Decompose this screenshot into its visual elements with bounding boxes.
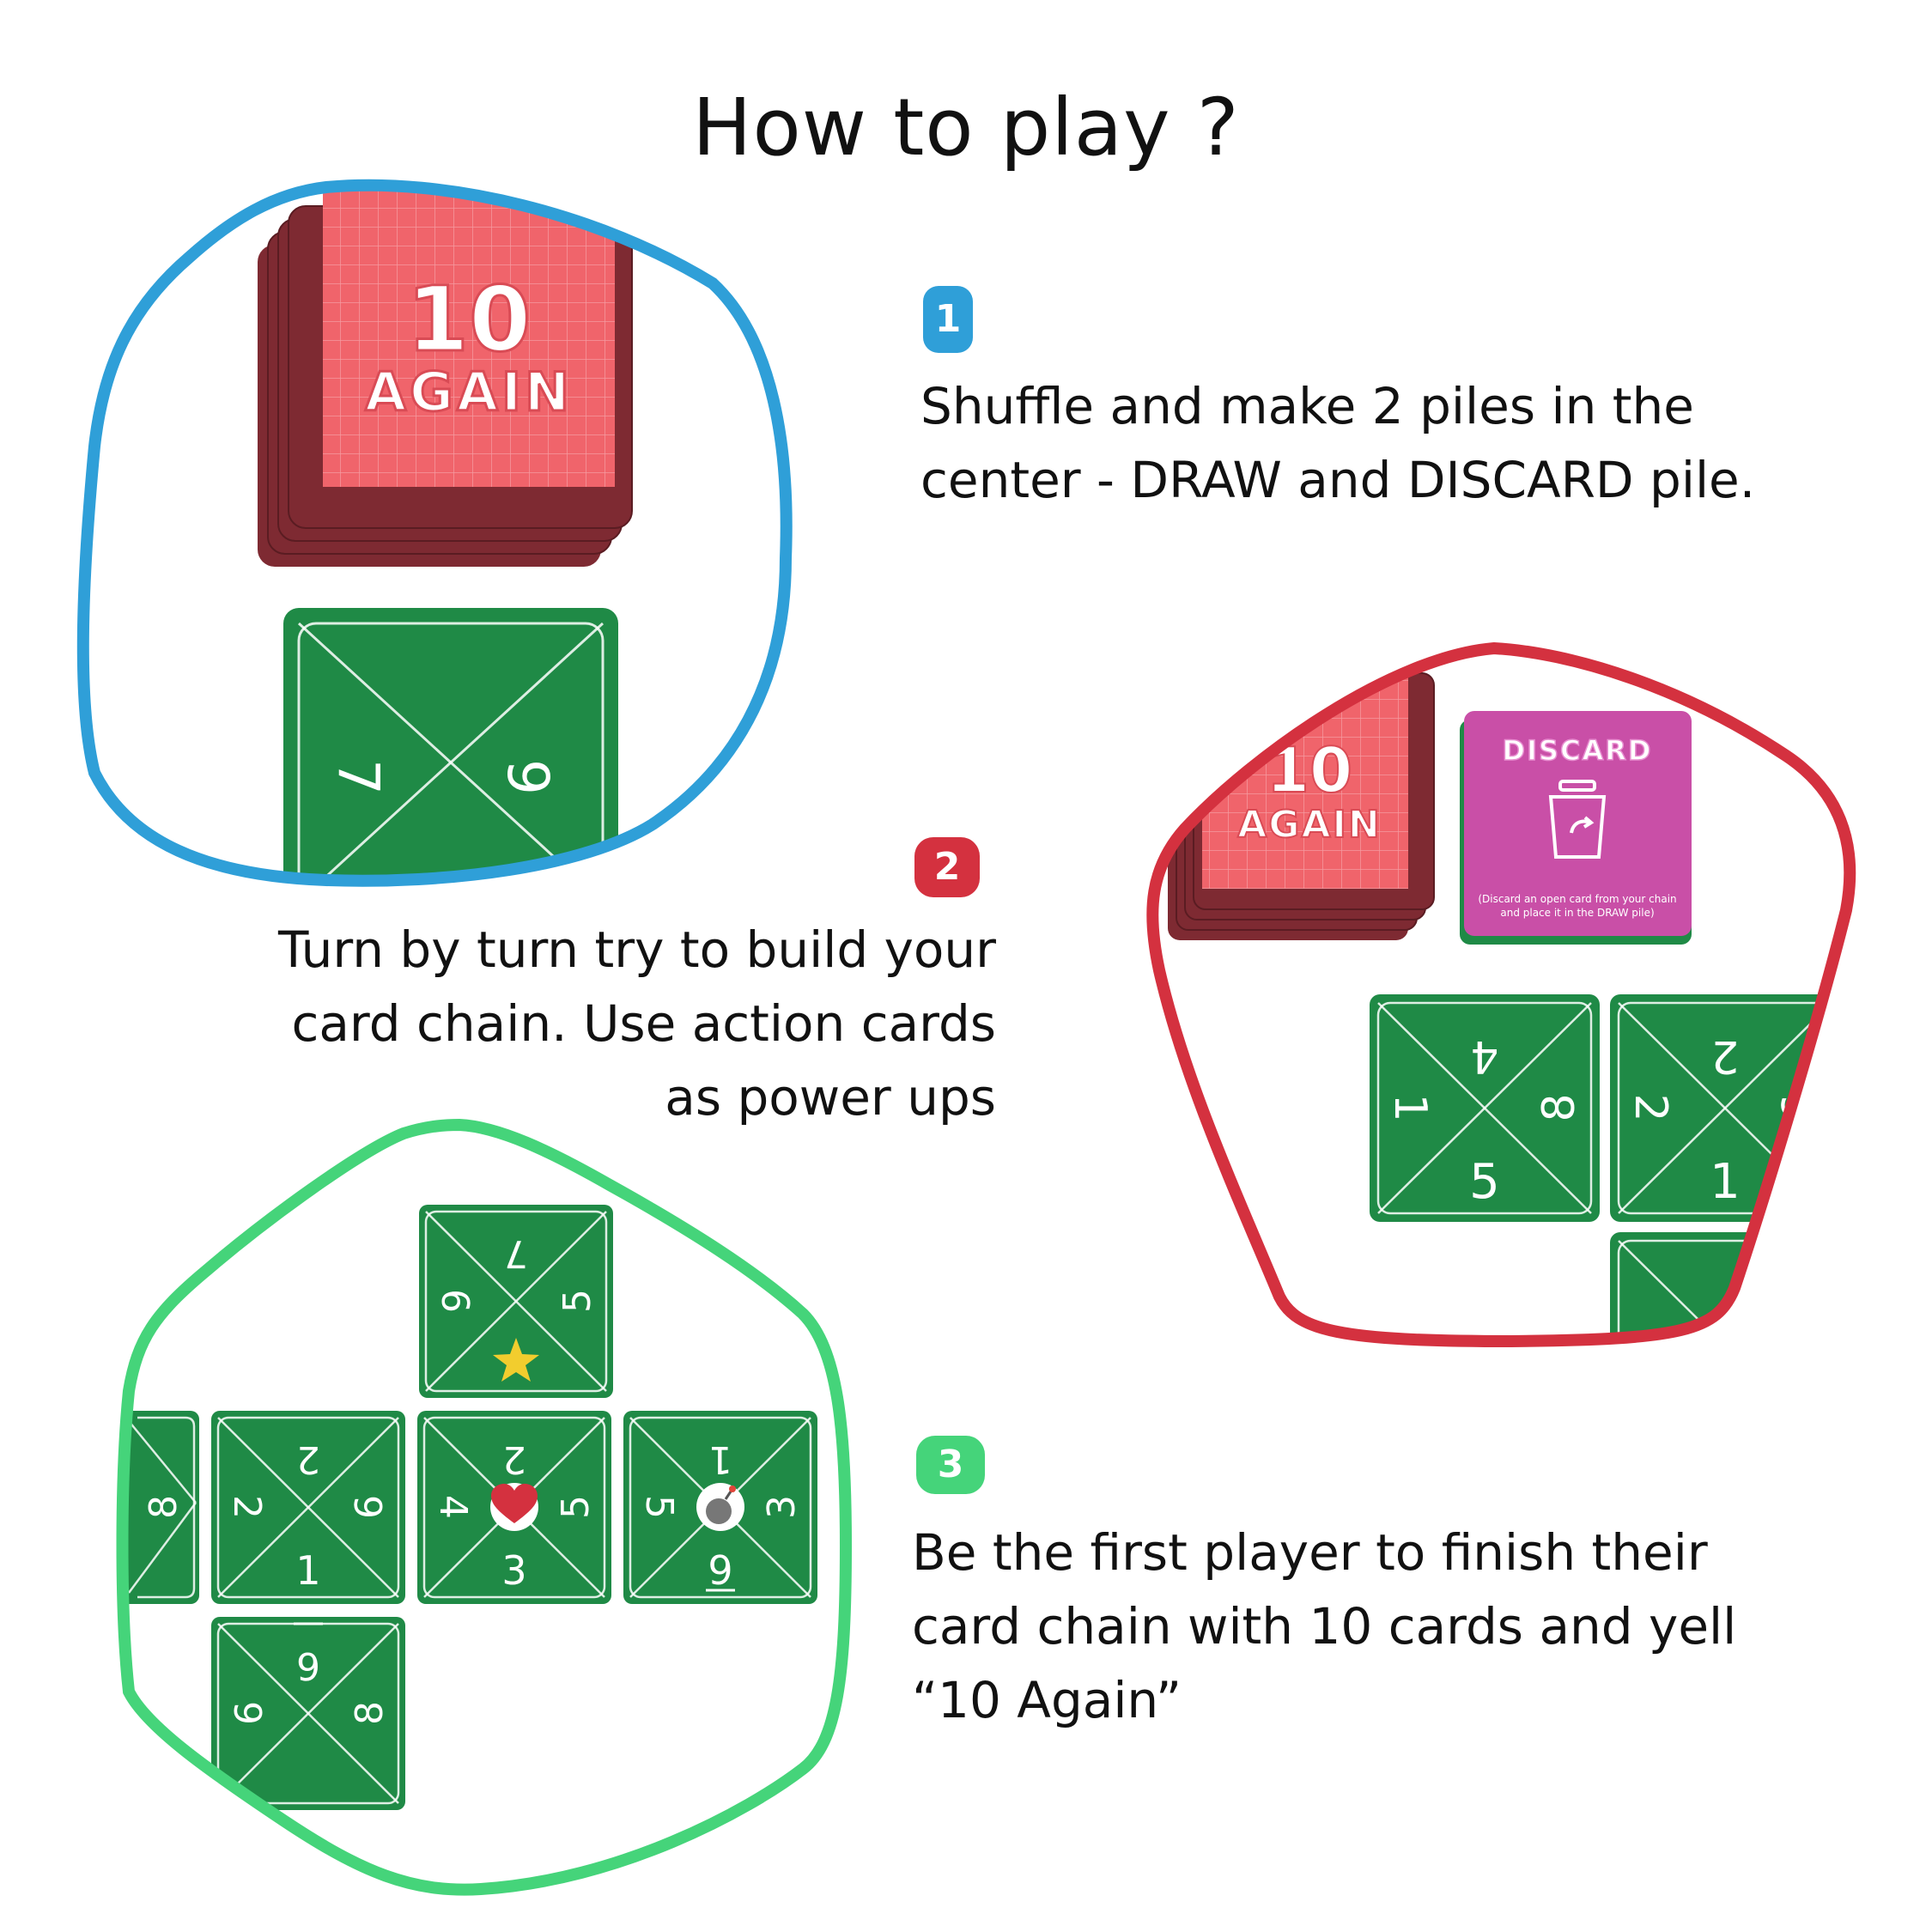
card-number-left: 9 — [225, 1701, 269, 1725]
page-title: How to play ? — [692, 82, 1240, 173]
card-number-right: 3 — [760, 1495, 804, 1519]
step1-outline — [76, 179, 793, 887]
step2-line1: Turn by turn try to build your — [278, 920, 996, 979]
card-number-right: 5 — [554, 1495, 598, 1519]
card-number-left: 2 — [225, 1495, 269, 1519]
card-number-left: 6 — [433, 1289, 477, 1313]
step1-text: Shuffle and make 2 piles in the center -… — [920, 369, 1755, 517]
discard-card-title: DISCARD — [1503, 734, 1653, 767]
step3-line3: “10 Again” — [912, 1671, 1182, 1729]
card-number-left: 4 — [431, 1495, 475, 1519]
card-number-top: 1 — [708, 1437, 732, 1481]
card-number-top: 2 — [502, 1437, 526, 1481]
chain-card-top: 7 6 5 — [419, 1205, 613, 1398]
draw-card-label-small: AGAIN — [1237, 803, 1381, 847]
chain-card-edge: 8 — [122, 1411, 199, 1604]
step1-number-card: 7 6 — [283, 608, 618, 881]
chain-card-bottom: 6 9 8 — [211, 1617, 405, 1810]
discard-note-line2: and place it in the DRAW pile) — [1500, 907, 1654, 919]
card-number-top: 4 — [1470, 1030, 1498, 1082]
step3-text: Be the first player to finish their card… — [912, 1516, 1736, 1737]
card-number-right: 6 — [348, 1495, 392, 1519]
step2-line2: card chain. Use action cards — [291, 994, 997, 1053]
step2-line3: as power ups — [665, 1068, 996, 1127]
step1-badge: 1 — [923, 286, 973, 353]
card-number-bottom: 1 — [295, 1547, 320, 1594]
draw-card-number: 10 — [407, 267, 532, 372]
card-number-bottom: 1 — [1710, 1154, 1741, 1210]
card-number-right: 8 — [142, 1495, 185, 1519]
draw-card-label: AGAIN — [365, 361, 573, 423]
star-icon — [493, 1338, 539, 1382]
step2-illustration: 10 AGAIN DISCARD (Discard an open card f… — [1146, 641, 1856, 1348]
card-number-top: 2 — [296, 1437, 320, 1481]
step2-text: Turn by turn try to build your card chai… — [137, 913, 996, 1134]
discard-note-line1: (Discard an open card from your chain — [1478, 893, 1676, 905]
card-number-bottom: 5 — [1469, 1154, 1500, 1210]
card-number-left: 2 — [1625, 1093, 1676, 1121]
heart-icon — [490, 1483, 538, 1531]
step2-card-a: 4 1 8 5 — [1370, 994, 1600, 1222]
step2-badge: 2 — [914, 837, 980, 897]
draw-pile: 10 AGAIN — [258, 191, 633, 567]
card-number-right: 8 — [1534, 1093, 1585, 1121]
card-number-right: 6 — [497, 759, 563, 795]
trash-icon — [1548, 780, 1607, 859]
card-number-top: 7 — [504, 1231, 528, 1275]
card-number-left: 7 — [325, 759, 392, 795]
step2-outline — [1146, 641, 1856, 1348]
bomb-icon — [696, 1483, 744, 1531]
card-number-bottom: 9 — [708, 1547, 732, 1594]
step3-line2: card chain with 10 cards and yell — [912, 1597, 1737, 1656]
step1-illustration: 10 AGAIN 7 6 — [76, 179, 793, 887]
card-number-right: 8 — [348, 1701, 392, 1725]
chain-card-right: 1 5 3 9 — [623, 1411, 817, 1604]
step1-line1: Shuffle and make 2 piles in the — [920, 377, 1694, 435]
step3-outline — [116, 1118, 853, 1896]
card-number-top: 2 — [1710, 1030, 1739, 1082]
step2-card-c — [1610, 1232, 1840, 1341]
step2-card-b: 2 2 6 1 — [1610, 994, 1840, 1222]
chain-card-left: 2 2 6 1 — [211, 1411, 405, 1604]
card-number-left: 5 — [637, 1495, 681, 1519]
card-number-bottom: 3 — [501, 1547, 526, 1594]
step1-line2: center - DRAW and DISCARD pile. — [920, 451, 1756, 509]
step3-line1: Be the first player to finish their — [912, 1523, 1708, 1582]
step3-badge: 3 — [916, 1436, 985, 1494]
card-number-top: 6 — [296, 1643, 320, 1687]
chain-card-center: 2 4 5 3 — [417, 1411, 611, 1604]
step3-illustration: 7 6 5 8 2 2 6 1 — [116, 1118, 853, 1896]
discard-pile: DISCARD (Discard an open card from your … — [1460, 711, 1692, 945]
card-number-right: 5 — [556, 1289, 599, 1313]
card-number-left: 1 — [1384, 1093, 1436, 1121]
